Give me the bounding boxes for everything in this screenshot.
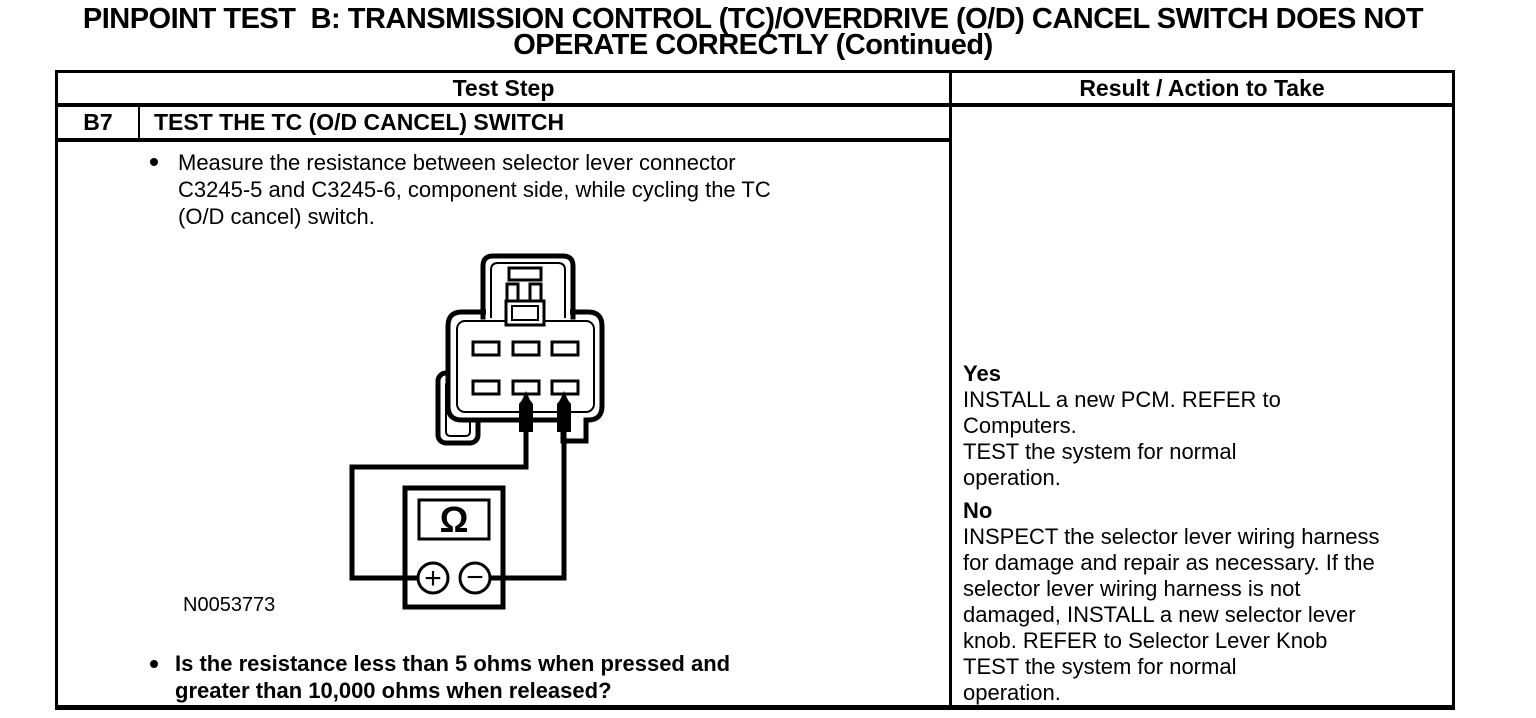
probe-icon — [519, 391, 533, 432]
plus-terminal-icon: + — [424, 562, 442, 595]
page-title: PINPOINT TEST B: TRANSMISSION CONTROL (T… — [82, 3, 1424, 61]
ohmmeter-terminals: + − — [416, 561, 492, 595]
step-title-separator — [58, 138, 952, 142]
minus-terminal-icon: − — [466, 561, 484, 594]
result-yes-label: Yes — [963, 361, 1001, 386]
pin-slot-6 — [550, 379, 580, 396]
test-lead-negative — [489, 425, 567, 581]
column-divider — [949, 73, 952, 705]
column-header-test-step: Test Step — [452, 75, 555, 101]
step-question: Is the resistance less than 5 ohms when … — [175, 651, 731, 703]
test-lead-positive — [349, 425, 529, 581]
negative-terminal — [458, 561, 492, 595]
result-cell: Yes INSTALL a new PCM. REFER to Computer… — [963, 361, 1450, 706]
step-instruction: Measure the resistance between selector … — [178, 150, 771, 229]
ohmmeter: Ω — [402, 485, 506, 610]
connector-pin-slots — [471, 340, 580, 396]
pin-slot — [471, 340, 501, 357]
pin-slot — [471, 379, 501, 396]
step-id-divider — [138, 107, 140, 138]
bullet-marker — [150, 158, 158, 166]
pin-slot — [511, 340, 541, 357]
pin-slot — [550, 340, 580, 357]
ohmmeter-display — [417, 498, 491, 541]
test-probes — [519, 391, 571, 432]
bullet-marker — [150, 660, 158, 668]
ohmmeter-connector-diagram: Ω + − — [349, 253, 605, 610]
test-leads — [349, 425, 567, 581]
ohm-symbol: Ω — [440, 499, 469, 540]
result-no-label: No — [963, 498, 993, 523]
figure-label: N0053773 — [183, 594, 276, 616]
pinpoint-test-table: Test Step Result / Action to Take B7 TES… — [55, 70, 1455, 710]
header-separator — [58, 103, 1452, 107]
positive-terminal — [416, 561, 450, 595]
step-id: B7 — [83, 109, 113, 135]
result-yes-actions: INSTALL a new PCM. REFER to Computers. T… — [963, 387, 1281, 490]
result-no-actions: INSPECT the selector lever wiring harnes… — [963, 524, 1380, 705]
step-title: TEST THE TC (O/D CANCEL) SWITCH — [154, 109, 565, 135]
column-header-result-action: Result / Action to Take — [1079, 75, 1325, 101]
connector-latch-tab — [480, 253, 576, 327]
probe-icon — [557, 391, 571, 432]
